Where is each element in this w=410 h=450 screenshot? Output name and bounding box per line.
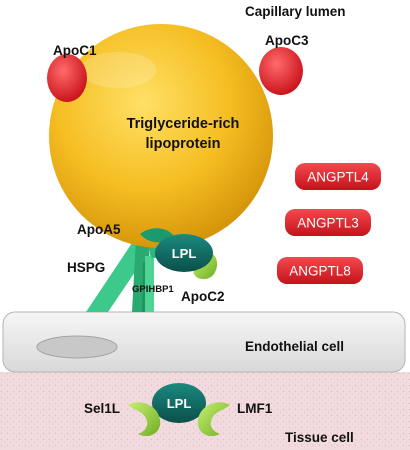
endothelial-cell bbox=[2, 311, 406, 373]
lmf1-protein bbox=[197, 402, 230, 437]
endothelial-nucleus bbox=[36, 335, 118, 359]
gpihbp1-label: GPIHBP1 bbox=[132, 284, 174, 295]
inhibitor-label-3: ANGPTL8 bbox=[289, 264, 351, 279]
inhibitor-label-1: ANGPTL4 bbox=[307, 170, 369, 185]
lpl-endothelial bbox=[155, 234, 213, 272]
apoc3-protein bbox=[259, 47, 303, 95]
sel1l-protein bbox=[128, 402, 161, 437]
lpl-tissue-label: LPL bbox=[167, 396, 192, 411]
capillary-lumen-label: Capillary lumen bbox=[245, 4, 346, 19]
lmf1-label: LMF1 bbox=[237, 401, 273, 416]
lpl-tissue bbox=[152, 383, 206, 423]
triglyceride-rich-lipoprotein bbox=[49, 24, 273, 248]
lipoprotein-label-line2: lipoprotein bbox=[146, 136, 221, 152]
apoc2-label: ApoC2 bbox=[181, 289, 225, 304]
endothelial-cell-label: Endothelial cell bbox=[245, 339, 344, 354]
lipoprotein-label-line1: Triglyceride-rich bbox=[127, 116, 240, 132]
inhibitor-pill-1: ANGPTL4 bbox=[295, 163, 381, 190]
tissue-cell-label: Tissue cell bbox=[285, 430, 354, 445]
apoc1-label: ApoC1 bbox=[53, 43, 97, 58]
apoa5-label: ApoA5 bbox=[77, 222, 121, 237]
inhibitor-label-2: ANGPTL3 bbox=[297, 216, 359, 231]
apoc3-label: ApoC3 bbox=[265, 33, 309, 48]
sel1l-label: Sel1L bbox=[84, 401, 120, 416]
apoc1-protein bbox=[47, 54, 87, 102]
lpl-endothelial-label: LPL bbox=[172, 246, 197, 261]
inhibitor-pill-2: ANGPTL3 bbox=[285, 209, 371, 236]
hspg-label: HSPG bbox=[67, 260, 105, 275]
inhibitor-pill-3: ANGPTL8 bbox=[277, 257, 363, 284]
